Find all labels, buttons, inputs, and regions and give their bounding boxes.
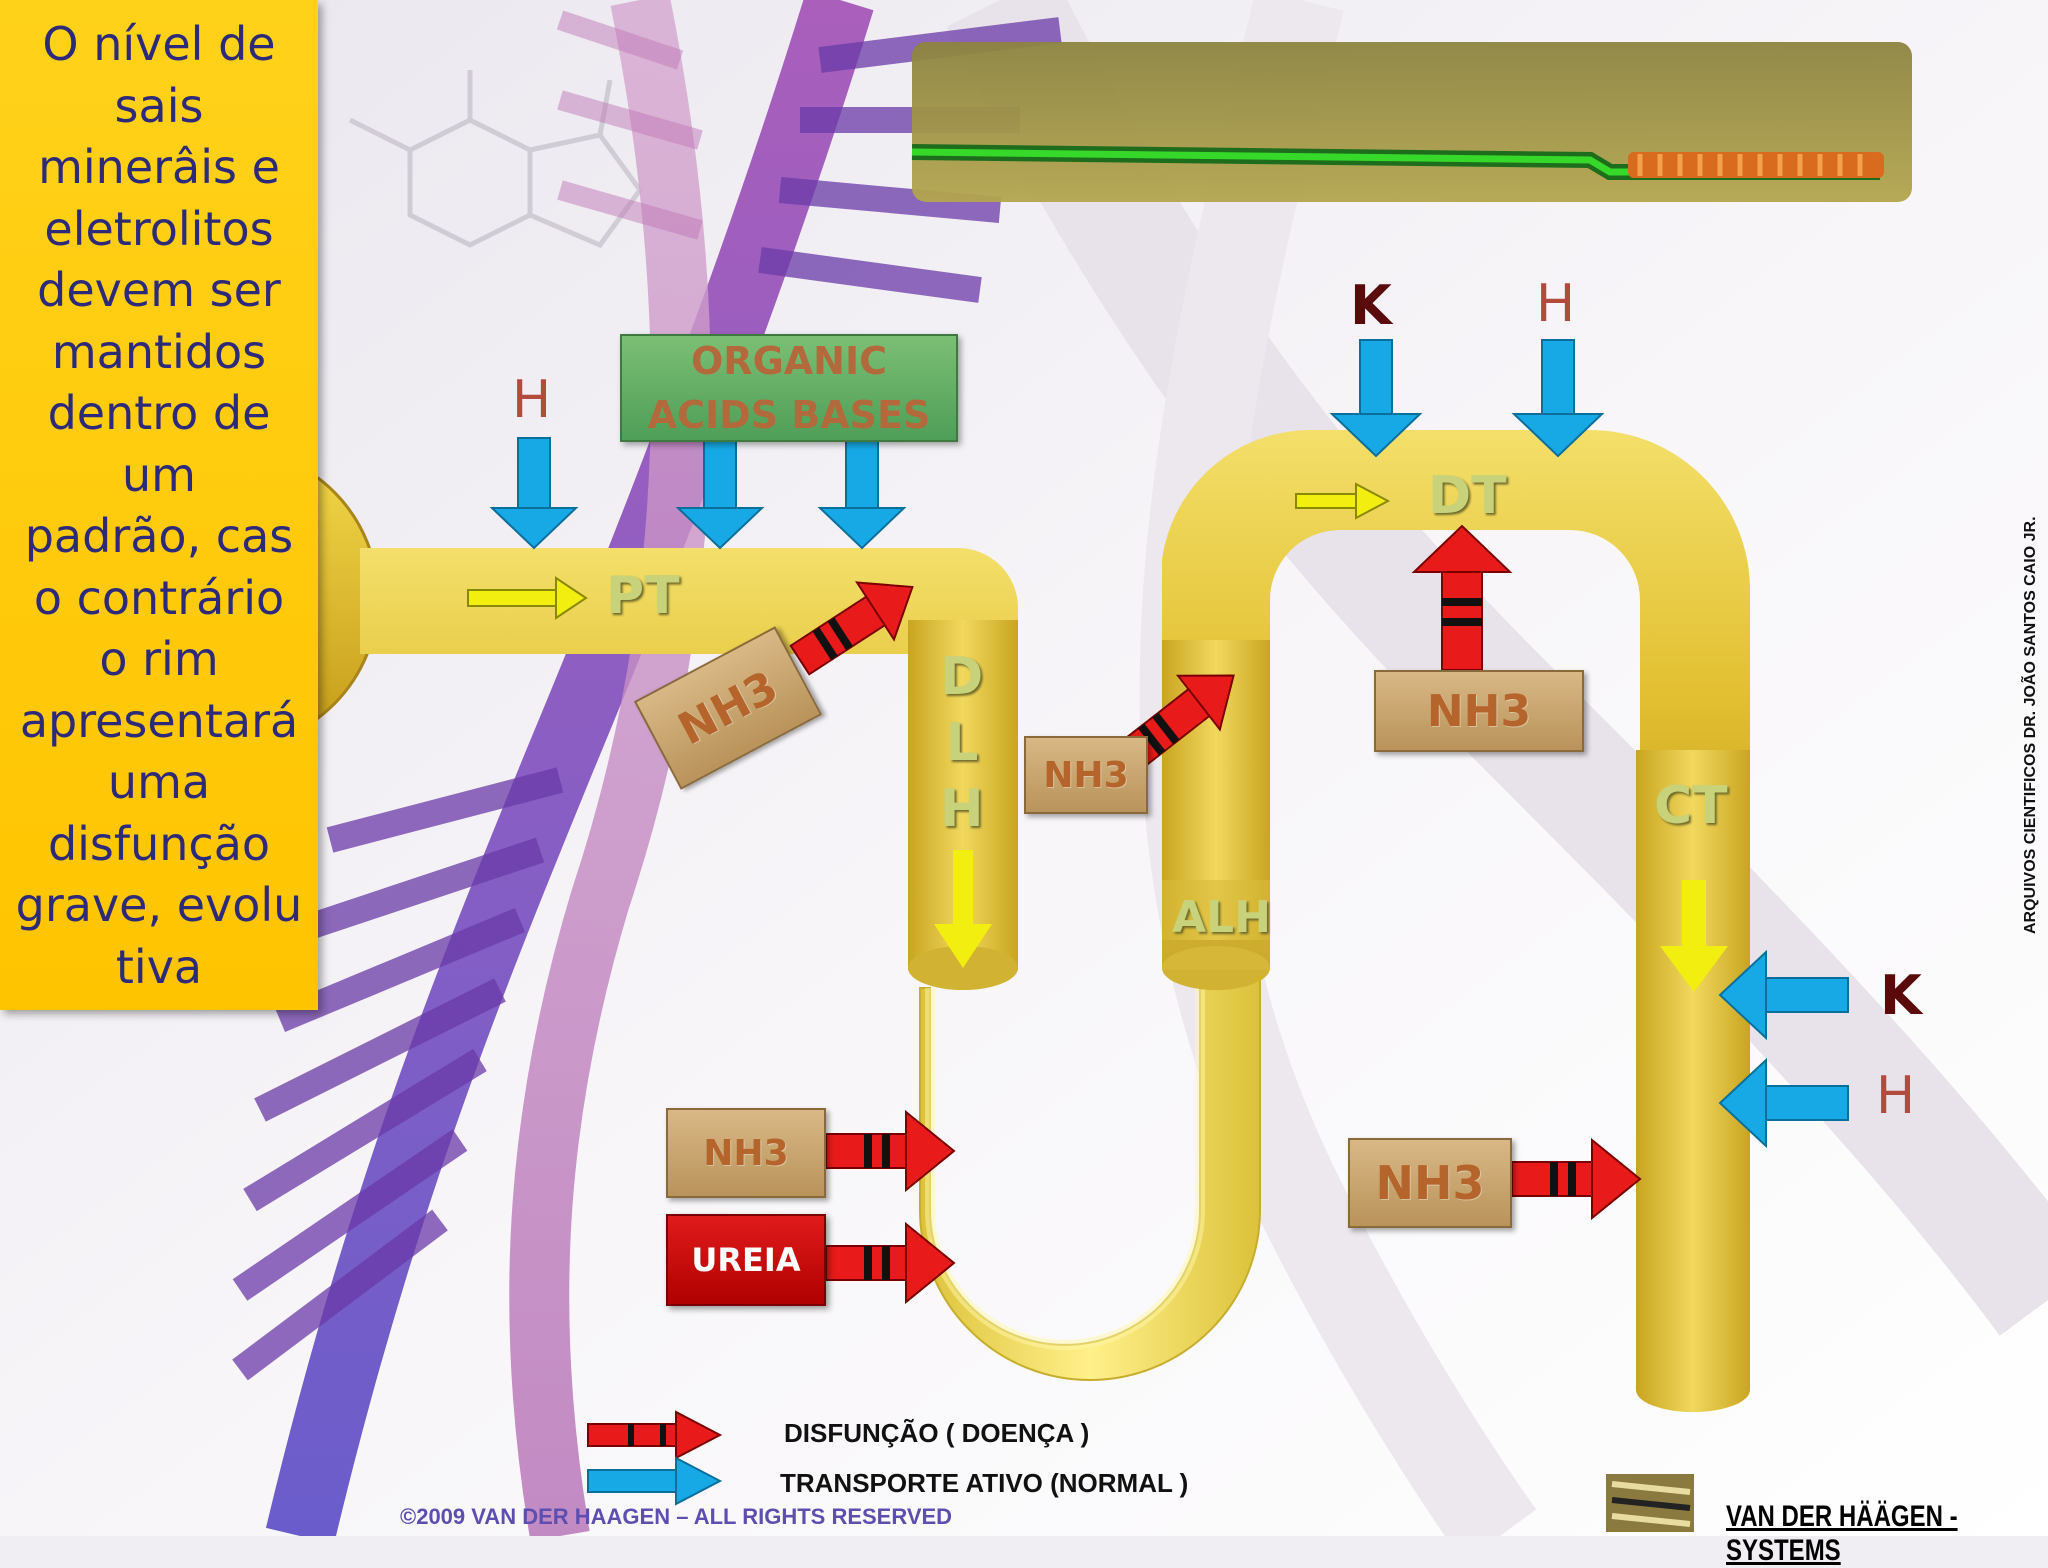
active-transport-arrow: [817, 437, 907, 550]
proximal-tubule: [360, 548, 1018, 968]
info-line: tiva: [115, 939, 203, 994]
info-line: O nível de: [42, 17, 276, 71]
ion-label-h: H: [1876, 1066, 1916, 1126]
info-line: disfunção: [47, 816, 271, 871]
legend-active-transport-label: TRANSPORTE ATIVO (NORMAL ): [780, 1468, 1189, 1498]
info-line: devem ser: [37, 263, 281, 317]
organic-acids-bases-box: ORGANIC ACIDS BASES: [620, 334, 958, 442]
segment-letter: H: [940, 779, 984, 839]
organic-label-line: ACIDS BASES: [647, 393, 931, 437]
info-panel: O nível de sais minerâis e eletrolitos d…: [0, 0, 318, 1010]
info-line: sais: [114, 78, 204, 133]
ion-label-k: K: [1350, 274, 1392, 337]
nephron-diagram: [226, 42, 1912, 1532]
info-line: grave, evolu: [15, 878, 303, 932]
flow-arrow-dt: [1295, 482, 1391, 520]
vertical-credit: ARQUIVOS CIENTIFICOS DR. JOÃO SANTOS CAI…: [2022, 516, 2039, 934]
legend-active-transport-arrow: [587, 1456, 723, 1506]
info-line: o rim: [99, 632, 219, 686]
segment-letter: D: [940, 647, 984, 707]
dysfunction-arrow: [825, 1221, 956, 1305]
info-line: uma: [107, 755, 211, 809]
company-logo-icon: [1606, 1474, 1694, 1532]
active-transport-arrow: [1718, 1057, 1849, 1149]
nh3-box-mid: NH3: [1024, 736, 1148, 814]
active-transport-arrow: [1718, 949, 1849, 1041]
segment-letter: L: [945, 713, 979, 773]
info-line: eletrolitos: [44, 201, 274, 256]
company-name: VAN DER HÄÄGEN - SYSTEMS: [1726, 1500, 1958, 1567]
collecting-tubule: [1636, 750, 1750, 1412]
nephron-overview-inset: [911, 42, 1912, 202]
active-transport-arrow: [1511, 339, 1605, 458]
info-line: um: [122, 447, 196, 502]
segment-label-dlh: D L H: [940, 644, 984, 842]
flow-arrow-dlh: [934, 850, 992, 968]
nh3-box-loop: NH3: [666, 1108, 826, 1198]
ion-label-h: H: [512, 370, 552, 430]
segment-label-ct: CT: [1654, 776, 1728, 836]
loop-of-henle: [919, 977, 1261, 1381]
ion-label-h: H: [1536, 274, 1576, 334]
legend-dysfunction-label: DISFUNÇÃO ( DOENÇA ): [784, 1418, 1090, 1448]
nh3-box-ct: NH3: [1348, 1138, 1512, 1228]
ureia-box: UREIA: [666, 1214, 826, 1306]
dysfunction-arrow: [1411, 524, 1513, 671]
active-transport-arrow: [489, 437, 579, 550]
info-panel-text: O nível de sais minerâis e eletrolitos d…: [0, 14, 318, 998]
dysfunction-arrow: [1511, 1137, 1642, 1221]
info-line: dentro de: [47, 386, 271, 440]
legend-dysfunction-arrow: [587, 1410, 723, 1460]
active-transport-arrow: [675, 437, 765, 550]
dysfunction-arrow: [789, 581, 914, 676]
flow-arrow-ct: [1660, 880, 1728, 992]
info-line: minerâis e: [38, 140, 280, 194]
info-line: o contrário: [33, 570, 285, 625]
copyright-text: ©2009 VAN DER HAAGEN – ALL RIGHTS RESERV…: [400, 1504, 953, 1529]
info-line: apresentará: [19, 693, 299, 748]
nh3-box-dt: NH3: [1374, 670, 1584, 752]
flow-arrow-pt: [467, 576, 588, 620]
ion-label-k: K: [1880, 964, 1922, 1027]
segment-label-pt: PT: [606, 566, 680, 626]
info-line: mantidos: [51, 324, 267, 379]
dysfunction-arrow: [825, 1109, 956, 1193]
segment-label-alh: ALH: [1172, 892, 1271, 943]
segment-label-dt: DT: [1428, 466, 1507, 526]
info-line: padrão, cas: [24, 509, 294, 563]
organic-label-line: ORGANIC: [691, 339, 887, 383]
active-transport-arrow: [1329, 339, 1423, 458]
